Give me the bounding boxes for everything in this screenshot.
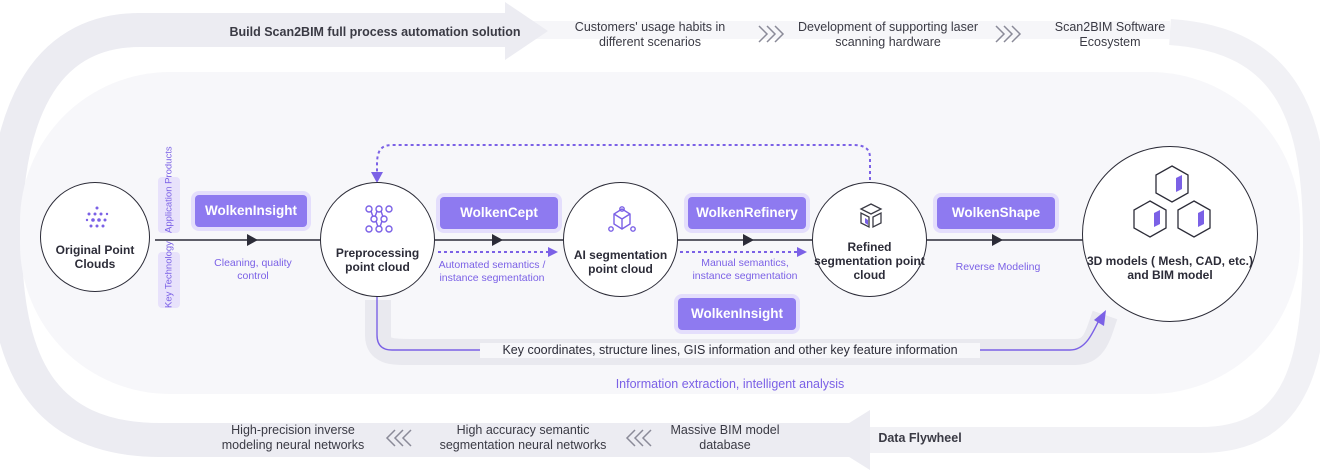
cube-network-icon xyxy=(608,206,636,232)
hexagon-cubes-icon xyxy=(1133,165,1211,238)
node-ai-segmentation-point-cloud: AI segmentation point cloud xyxy=(563,182,678,297)
triple-chevron-icon xyxy=(758,25,785,43)
triple-chevron-icon xyxy=(995,25,1022,43)
product-wolkenrefinery: WolkenRefinery xyxy=(688,197,806,229)
analysis-label: Information extraction, intelligent anal… xyxy=(615,377,845,391)
tag-key-technology: Key Technology xyxy=(158,241,180,308)
node-refined-segmentation-point-cloud: Refined segmentation point cloud xyxy=(812,182,927,297)
product-wolkeninsight-secondary: WolkenInsight xyxy=(678,298,796,330)
tag-application-products: Application Products xyxy=(158,146,180,233)
data-flywheel-label: Data Flywheel xyxy=(878,431,962,445)
exploded-cube-icon xyxy=(859,203,883,229)
top-title: Build Scan2BIM full process automation s… xyxy=(229,25,521,39)
product-wolkencept: WolkenCept xyxy=(440,197,558,229)
node-label: AI segmentation point cloud xyxy=(573,248,668,276)
node-3d-models-bim: 3D models ( Mesh, CAD, etc.) and BIM mod… xyxy=(1082,146,1258,322)
node-original-point-clouds: Original Point Clouds xyxy=(40,182,150,292)
node-label: 3D models ( Mesh, CAD, etc.) and BIM mod… xyxy=(1086,254,1254,282)
product-wolkeninsight: WolkenInsight xyxy=(195,195,307,227)
triple-chevron-icon xyxy=(385,429,412,447)
triple-chevron-icon xyxy=(625,429,652,447)
step-reverse-modeling: Reverse Modeling xyxy=(955,261,1041,273)
node-label: Original Point Clouds xyxy=(55,243,135,271)
node-label: Refined segmentation point cloud xyxy=(814,240,925,282)
bottom-item-inverse-modeling-nn: High-precision inverse modeling neural n… xyxy=(221,423,365,452)
top-item-usage: Customers' usage habits in different sce… xyxy=(574,20,726,49)
node-label: Preprocessing point cloud xyxy=(335,246,420,274)
node-preprocessing-point-cloud: Preprocessing point cloud xyxy=(320,182,435,297)
node-network-icon xyxy=(365,205,393,233)
product-wolkenshape: WolkenShape xyxy=(937,197,1055,229)
feature-information-line: Key coordinates, structure lines, GIS in… xyxy=(480,343,980,358)
step-manual-segmentation: Manual semantics, instance segmentation xyxy=(692,257,798,282)
bottom-item-database: Massive BIM model database xyxy=(670,423,780,452)
step-automated-segmentation: Automated semantics / instance segmentat… xyxy=(438,259,546,284)
dot-grid-icon xyxy=(85,206,109,228)
bottom-item-semantic-nn: High accuracy semantic segmentation neur… xyxy=(439,423,607,452)
top-item-ecosystem: Scan2BIM Software Ecosystem xyxy=(1054,20,1166,49)
top-item-hardware: Development of supporting laser scanning… xyxy=(798,20,978,49)
step-cleaning: Cleaning, quality control xyxy=(214,257,292,282)
